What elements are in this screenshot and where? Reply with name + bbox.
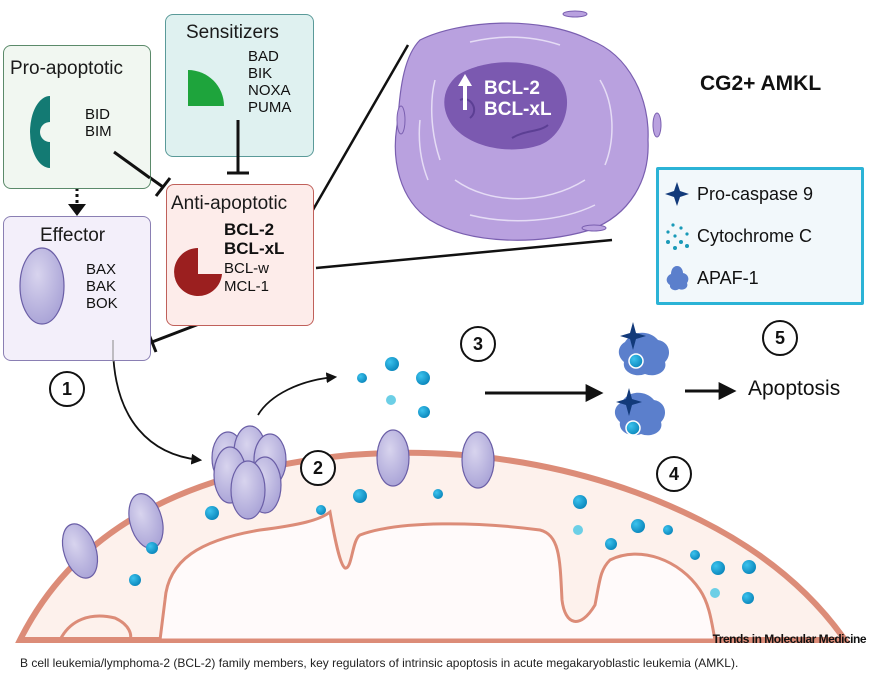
megakaryoblast-cell (394, 10, 662, 241)
effector-box: Effector BAX BAK BOK (3, 216, 151, 361)
effector-title: Effector (40, 225, 106, 246)
step-5-marker: 5 (762, 320, 798, 356)
step-3-marker: 3 (460, 326, 496, 362)
legend-label: Pro-caspase 9 (697, 183, 814, 204)
apoptosome-2 (614, 388, 666, 436)
apaf1-icon (666, 266, 689, 291)
effector-item: BAX (86, 261, 117, 278)
anti-apoptotic-item: MCL-1 (224, 278, 270, 295)
apoptosome-1 (618, 322, 670, 376)
cell-label-bclxl: BCL-xL (484, 99, 552, 120)
anti-apoptotic-item-bold: BCL-2 (224, 220, 275, 239)
effector-item: BAK (86, 278, 117, 295)
apoptosis-label: Apoptosis (748, 377, 841, 400)
star-icon (665, 182, 689, 206)
step-2-marker: 2 (300, 450, 336, 486)
legend-item: APAF-1 (665, 264, 759, 292)
sensitizers-box: Sensitizers BAD BIK NOXA PUMA (165, 14, 314, 157)
pro-apoptotic-box: Pro-apoptotic BID BIM (3, 45, 151, 189)
legend-label: APAF-1 (697, 267, 759, 288)
legend-box: Pro-caspase 9 Cytochrome C APAF-1 (656, 167, 864, 305)
step-1-marker: 1 (49, 371, 85, 407)
journal-name: Trends in Molecular Medicine (712, 632, 867, 646)
legend-item: Cytochrome C (665, 222, 812, 250)
sensitizers-title: Sensitizers (186, 22, 279, 43)
sensitizer-item: PUMA (248, 99, 292, 116)
pro-apoptotic-item: BIM (85, 123, 112, 140)
cell-label-bcl2: BCL-2 (484, 78, 540, 99)
anti-apoptotic-box: Anti-apoptotic BCL-2 BCL-xL BCL-w MCL-1 (166, 184, 314, 326)
sensitizer-item: BIK (248, 65, 273, 82)
pro-apoptotic-title: Pro-apoptotic (10, 58, 124, 79)
figure-title: CG2+ AMKL (700, 72, 822, 95)
anti-apoptotic-item: BCL-w (224, 260, 270, 277)
legend-label: Cytochrome C (697, 225, 813, 246)
sensitizer-item: BAD (248, 48, 279, 65)
effector-proteins (61, 429, 495, 579)
zoom-line-bottom (315, 238, 613, 270)
cytochrome-c-dots (129, 357, 756, 604)
legend-item: Pro-caspase 9 (665, 182, 813, 206)
figure-caption: B cell leukemia/lymphoma-2 (BCL-2) famil… (20, 656, 739, 670)
step-4-marker: 4 (656, 456, 692, 492)
cell-label: BCL-2 BCL-xL (484, 78, 552, 120)
effector-item: BOK (86, 295, 118, 312)
dots-icon (666, 223, 689, 250)
anti-apoptotic-item-bold: BCL-xL (224, 239, 285, 258)
anti-apoptotic-title: Anti-apoptotic (171, 193, 288, 214)
pro-apoptotic-item: BID (85, 106, 111, 123)
bax-pore (211, 425, 287, 520)
zoom-line-top (308, 44, 410, 216)
sensitizer-item: NOXA (248, 82, 291, 99)
